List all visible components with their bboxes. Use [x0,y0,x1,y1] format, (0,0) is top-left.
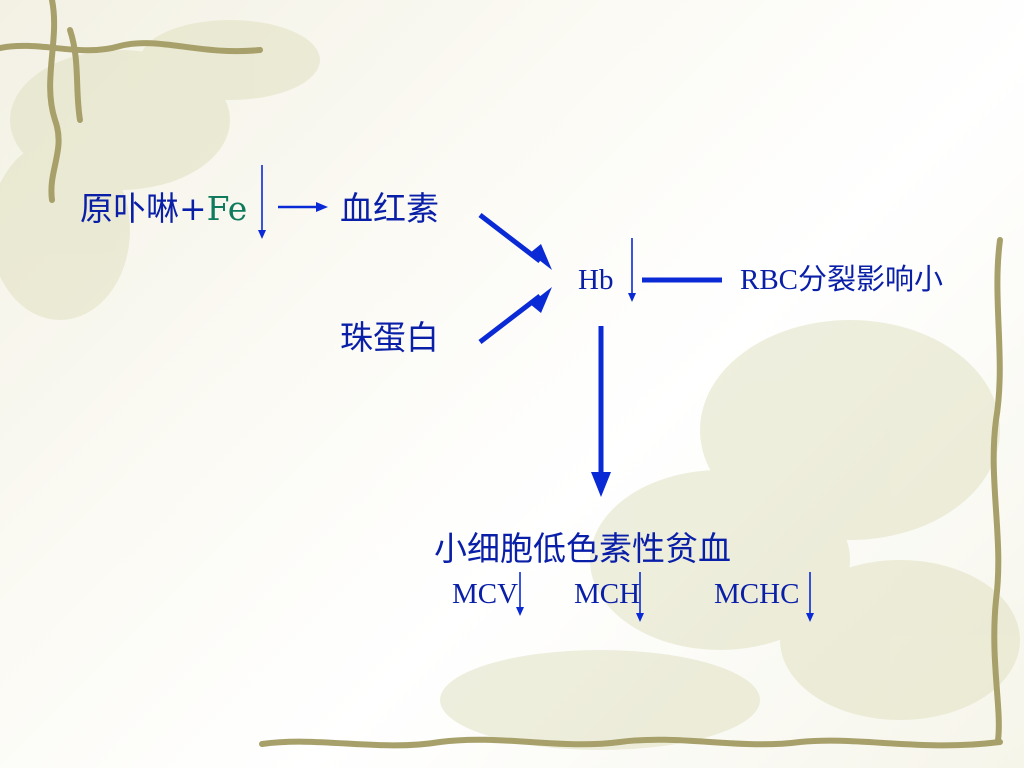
arrow-to-heme [278,202,328,212]
index-mchc: MCHC [714,578,800,610]
source-prefix: 原卟啉+ [80,189,207,228]
down-arrow-hb [628,238,636,302]
down-arrow-fe [258,165,266,239]
result-label: 小细胞低色素性贫血 [434,529,731,568]
fe-label: Fe [206,189,248,228]
globin-label: 珠蛋白 [340,318,439,357]
down-arrow-mcv [516,572,524,616]
hb-label: Hb [578,264,614,296]
arrow-hb-to-result [591,326,611,497]
down-arrow-mchc [806,572,814,622]
rbc-effect-label: RBC分裂影响小 [740,264,944,296]
heme-label: 血红素 [340,189,439,228]
vine-border [0,0,1003,749]
index-mch: MCH [574,578,641,610]
arrow-heme-to-hb [478,213,552,270]
leaf-background [0,20,1020,750]
arrow-globin-to-hb [478,287,552,344]
source-label: 原卟啉+Fe [80,192,247,225]
down-arrow-mch [636,572,644,622]
index-mcv: MCV [452,578,519,610]
